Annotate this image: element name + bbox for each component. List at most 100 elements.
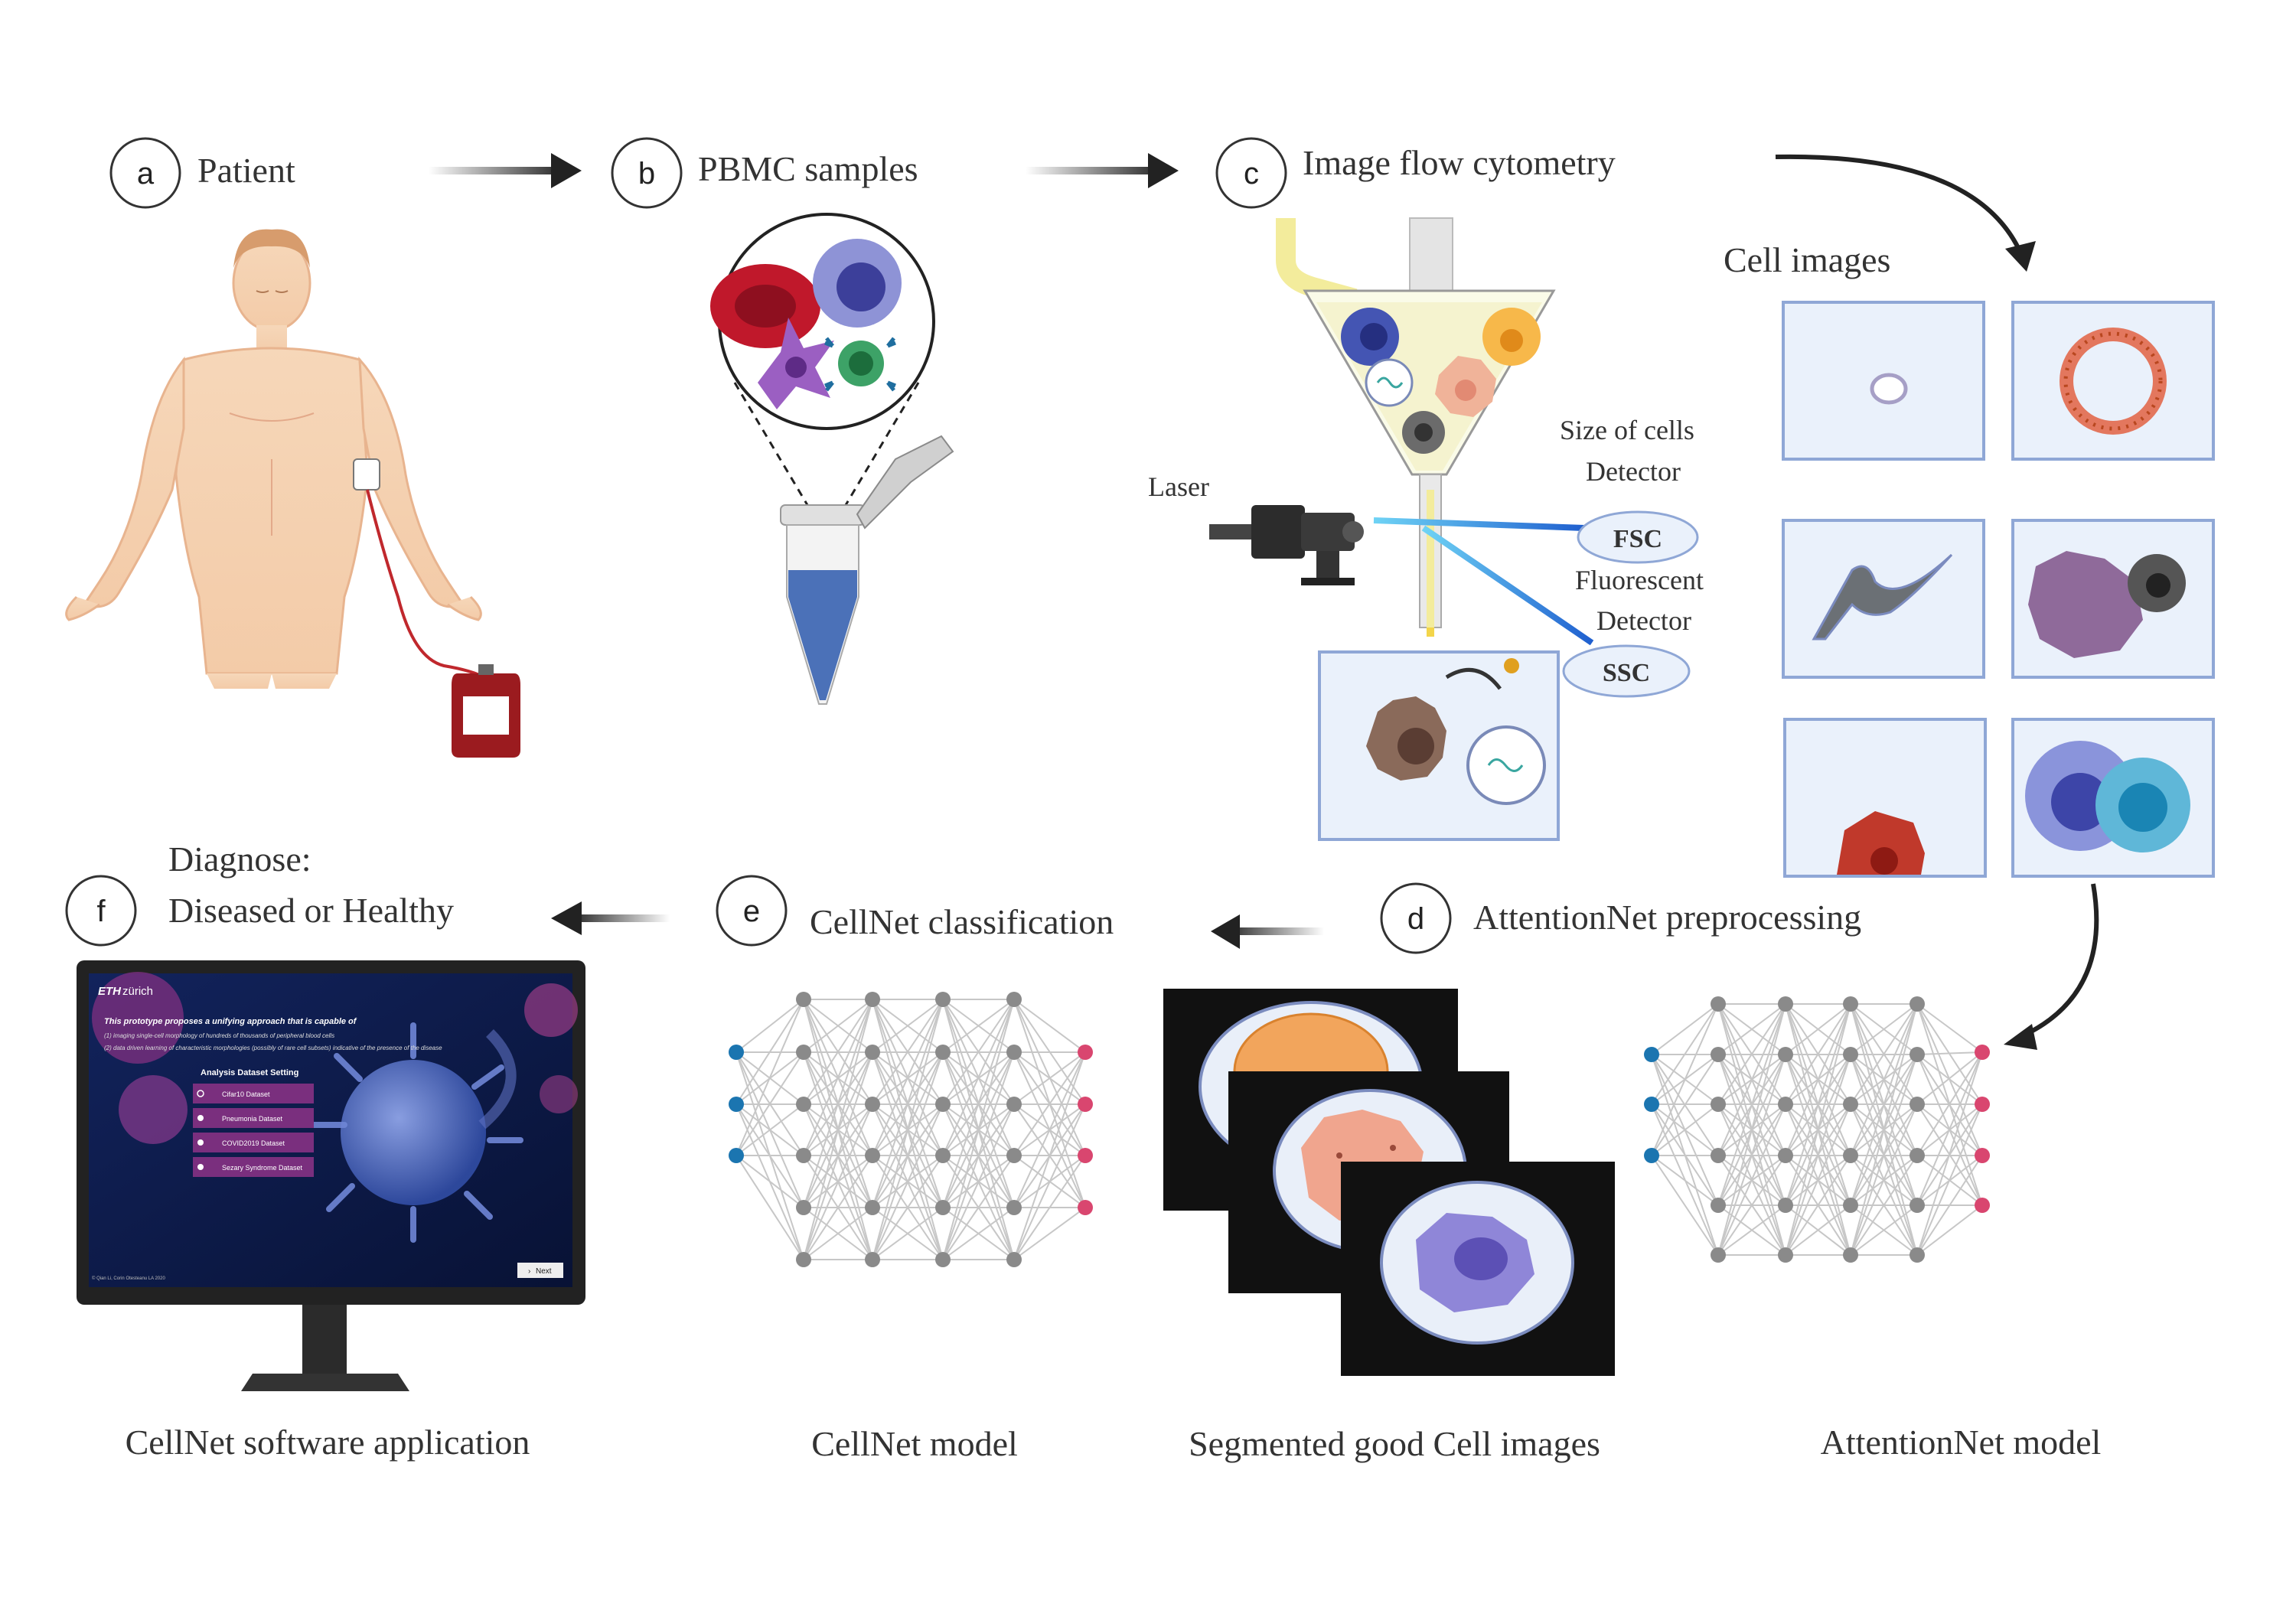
network-edge (1916, 1103, 1983, 1256)
arrow-e-to-f (551, 901, 670, 935)
network-edge (803, 999, 873, 1208)
network-edge (1850, 1003, 1918, 1055)
segmented-cell-images (1163, 989, 1615, 1376)
network-edge (1850, 1103, 1918, 1256)
laser-device (1209, 505, 1364, 585)
network-edge (1916, 1051, 1983, 1256)
network-edge (735, 999, 804, 1156)
network-node (1910, 996, 1925, 1012)
step-c: c Image flow cytometry (1215, 137, 1616, 209)
network-node (935, 1200, 951, 1215)
network-node (1711, 1047, 1726, 1062)
network-edge (1916, 1051, 1983, 1156)
network-edge (942, 1155, 1015, 1260)
network-edge (1651, 1054, 1719, 1156)
network-edge (1651, 1003, 1719, 1156)
ssc-label: SSC (1603, 659, 1650, 687)
network-node (796, 1252, 811, 1267)
size-detector-label-2: Detector (1586, 456, 1681, 487)
flow-cytometer-illustration: Laser Size of cells Detector FSC Fluores… (1148, 217, 1704, 841)
caption-cellnet-model: CellNet model (811, 1424, 1018, 1463)
fsc-label: FSC (1613, 525, 1662, 553)
network-node (1644, 1097, 1659, 1112)
network-edge (1717, 1003, 1786, 1206)
network-node (729, 1148, 744, 1163)
network-edge (872, 1051, 944, 1260)
network-edge (872, 1155, 944, 1260)
network-edge (803, 1155, 873, 1260)
network-node (1078, 1045, 1093, 1060)
cellnet-network (729, 992, 1093, 1267)
cell-images-grid (1782, 301, 2215, 878)
dataset-option[interactable]: COVID2019 Dataset (193, 1133, 314, 1152)
fsc-detector (1577, 510, 1699, 564)
network-edge (735, 1155, 804, 1260)
network-node (1778, 996, 1793, 1012)
network-edge (1013, 1051, 1086, 1208)
network-edge (1651, 1103, 1719, 1156)
network-edge (803, 999, 873, 1053)
network-node (1711, 1097, 1726, 1112)
step-label-e: CellNet classification (810, 902, 1114, 941)
network-node (1078, 1097, 1093, 1112)
step-label-b: PBMC samples (698, 149, 918, 188)
network-node (935, 1097, 951, 1112)
network-edge (942, 999, 1015, 1105)
network-node (1778, 1198, 1793, 1213)
dataset-option[interactable]: Sezary Syndrome Dataset (193, 1157, 314, 1177)
network-node (1078, 1200, 1093, 1215)
network-edge (1651, 1003, 1719, 1055)
step-b: b PBMC samples (611, 137, 918, 209)
network-edge (1785, 1003, 1851, 1055)
attentionnet-network (1644, 996, 1990, 1263)
network-edge (1717, 1204, 1786, 1256)
network-node (1711, 1198, 1726, 1213)
svg-text:›: › (528, 1267, 530, 1276)
network-node (1975, 1045, 1990, 1060)
network-edge (735, 999, 804, 1053)
network-node (796, 1148, 811, 1163)
network-edge (1785, 1003, 1851, 1105)
network-edge (942, 999, 1015, 1053)
app-point-1: (1) imaging single-cell morphology of hu… (104, 1032, 334, 1039)
network-node (1006, 1252, 1022, 1267)
app-brand-suffix: zürich (122, 985, 153, 998)
network-node (1778, 1047, 1793, 1062)
network-edge (803, 999, 873, 1156)
patient-figure (65, 229, 520, 758)
network-edge (942, 999, 1015, 1208)
network-edge (1717, 1103, 1786, 1256)
size-detector-label-1: Size of cells (1560, 415, 1694, 445)
caption-segmented: Segmented good Cell images (1189, 1424, 1600, 1463)
network-edge (1013, 1207, 1086, 1260)
next-button[interactable]: › Next (517, 1263, 563, 1278)
network-node (935, 1252, 951, 1267)
network-node (796, 992, 811, 1007)
network-edge (872, 999, 944, 1053)
network-node (1711, 1148, 1726, 1163)
network-node (1778, 1148, 1793, 1163)
network-node (1910, 1198, 1925, 1213)
network-edge (942, 1051, 1015, 1260)
network-edge (942, 1103, 1015, 1260)
network-node (1843, 996, 1858, 1012)
network-edge (1850, 1204, 1918, 1256)
arrow-b-to-c (1026, 153, 1179, 188)
network-edge (1916, 1204, 1983, 1256)
dataset-option[interactable]: Pneumonia Dataset (193, 1108, 314, 1128)
step-badge-a (109, 137, 181, 209)
step-label-a: Patient (197, 151, 295, 190)
network-node (1975, 1097, 1990, 1112)
network-node (796, 1045, 811, 1060)
network-node (729, 1097, 744, 1112)
dataset-option[interactable]: Cifar10 Dataset (193, 1084, 314, 1103)
app-footer: © Qian Li, Corin Otesteanu LA 2020 (92, 1276, 165, 1281)
network-edge (942, 999, 1015, 1156)
caption-attention-model: AttentionNet model (1821, 1423, 2102, 1462)
network-edge (803, 1207, 873, 1260)
caption-software: CellNet software application (126, 1423, 530, 1462)
network-node (1778, 1247, 1793, 1263)
network-edge (1850, 1003, 1918, 1256)
network-edge (803, 999, 873, 1260)
